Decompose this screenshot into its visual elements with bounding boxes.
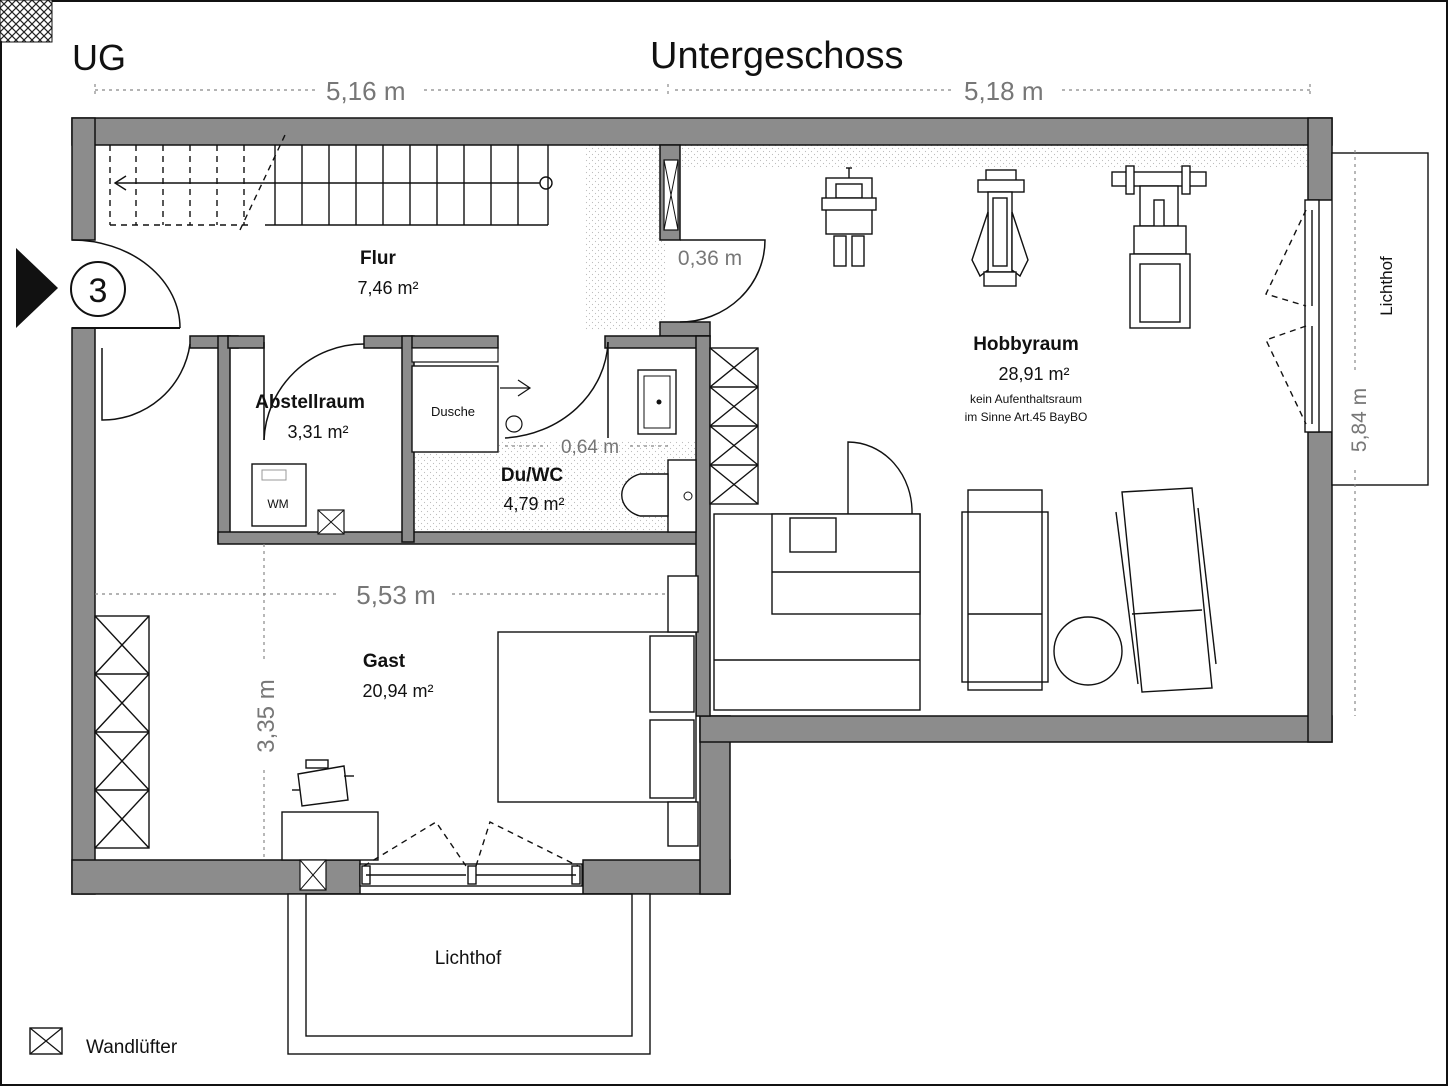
lounge-chair-2 [1115, 487, 1217, 693]
gast-wardrobe [94, 615, 150, 849]
sofa-corner [713, 441, 921, 711]
washing-machine [251, 463, 307, 527]
shower-tray [411, 365, 499, 453]
hobby-window-right[interactable] [1265, 199, 1320, 433]
entrance-door-swing [71, 239, 181, 329]
room-area-gast: 20,94 m² [362, 681, 433, 701]
hobby-wardrobe [709, 347, 759, 505]
abstellraum-door-swing[interactable] [263, 343, 365, 441]
legend-vent-icon [29, 1027, 63, 1055]
entrance-number-circle [70, 261, 126, 317]
lichthof-right-label: Lichthof [1377, 256, 1396, 316]
walls [71, 117, 1333, 895]
dimension-gast-width: 5,53 m [356, 580, 436, 610]
staircase [109, 134, 553, 231]
room-area-hobbyraum: 28,91 m² [998, 364, 1069, 384]
hobby-door-swing[interactable] [679, 239, 766, 323]
flur-floor-texture [585, 145, 665, 330]
room-name-gast: Gast [363, 651, 406, 672]
dimension-bath-gap: 0,64 m [561, 437, 619, 458]
gym-machine-2 [971, 169, 1029, 287]
room-name-abstellraum: Abstellraum [255, 392, 365, 413]
dimension-top-left: 5,16 m [326, 76, 406, 106]
dimension-gast-height: 3,35 m [253, 679, 280, 752]
dimension-top-right: 5,18 m [964, 76, 1044, 106]
bed [497, 575, 699, 847]
entrance-number: 3 [89, 272, 108, 310]
floor-title: Untergeschoss [650, 35, 903, 77]
gast-window-bottom[interactable] [359, 821, 583, 887]
desk-with-chair [281, 759, 379, 861]
round-table [1053, 616, 1123, 686]
toilet-bowl [621, 473, 669, 517]
room-area-abstellraum: 3,31 m² [287, 422, 348, 442]
lounge-chair-1 [961, 489, 1049, 691]
entrance-arrow-icon [16, 248, 58, 328]
top-dimension-line [94, 84, 1311, 98]
room-name-hobbyraum: Hobbyraum [973, 334, 1079, 355]
room-name-duwc: Du/WC [501, 465, 564, 486]
dimension-door-gap: 0,36 m [678, 247, 742, 270]
hobbyraum-note-1: kein Aufenthaltsraum [970, 392, 1082, 406]
shower-drain-icon [505, 415, 523, 433]
gym-machine-3 [1111, 165, 1207, 329]
floor-code: UG [72, 37, 126, 78]
lichthof-bottom [287, 893, 651, 1055]
lichthof-right [1331, 152, 1429, 486]
room-area-flur: 7,46 m² [357, 278, 418, 298]
vent-flur [663, 159, 679, 231]
room-name-flur: Flur [360, 248, 396, 269]
bath-door-swing[interactable] [504, 341, 609, 439]
lichthof-bottom-label: Lichthof [435, 948, 502, 969]
gym-machine-1 [821, 167, 877, 267]
corner-hatch [0, 0, 53, 43]
gast-dimension-lines [95, 544, 700, 860]
gast-door-swing[interactable] [101, 343, 191, 421]
vent-abstellraum [317, 509, 345, 535]
vent-gast [299, 859, 327, 891]
room-area-duwc: 4,79 m² [503, 494, 564, 514]
shower-label: Dusche [431, 404, 475, 419]
washing-machine-label: WM [267, 497, 288, 511]
shower-arrow-icon [500, 379, 532, 397]
dimension-lichthof-right: 5,84 m [1348, 388, 1371, 452]
hobby-floor-texture [680, 145, 1308, 167]
legend-vent-label: Wandlüfter [86, 1037, 178, 1058]
hobbyraum-note-2: im Sinne Art.45 BayBO [965, 410, 1088, 424]
